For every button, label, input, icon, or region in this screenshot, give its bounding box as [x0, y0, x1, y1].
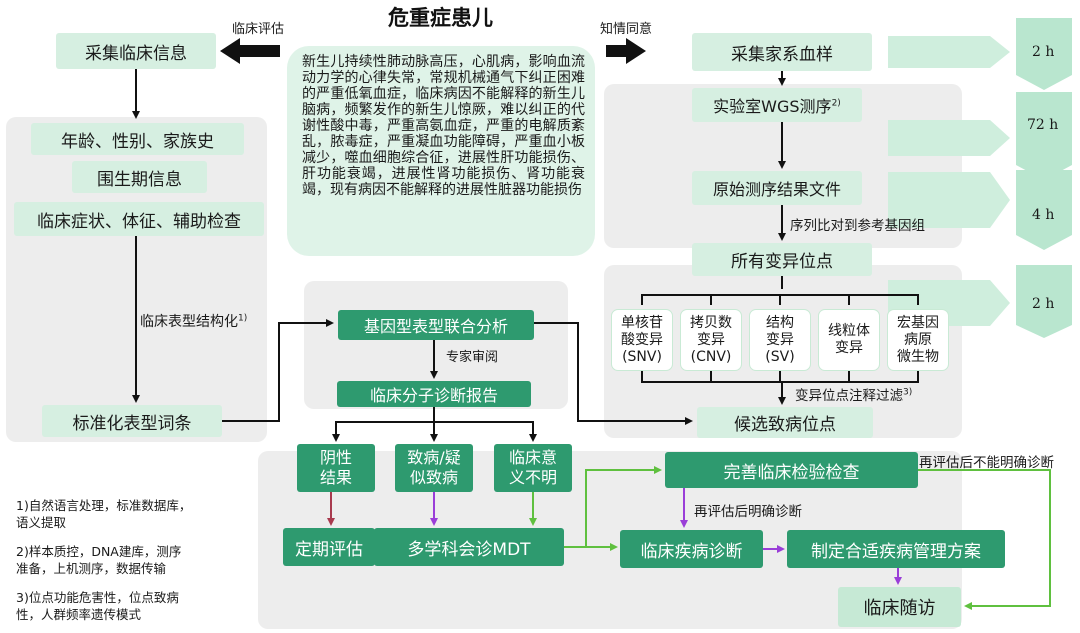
- criteria-box: 新生儿持续性肺动脉高压，心肌病，影响血流动力学的心律失常，常规机械通气下纠正困难…: [287, 46, 595, 256]
- time-chevron-2: [1016, 92, 1072, 180]
- time-label-2: 72 h: [1027, 117, 1059, 133]
- clinical-eval-label: 临床评估: [232, 22, 285, 37]
- variant-mito-box: 线粒体 变异: [818, 309, 880, 371]
- time-chevron-3: [1016, 170, 1072, 250]
- confirmed-after-reeval-label: 再评估后明确诊断: [694, 504, 802, 520]
- improve-exam-box: 完善临床检验检查: [665, 452, 918, 488]
- symptoms-box: 临床症状、体征、辅助检查: [14, 202, 264, 236]
- mdt-box: 多学科会诊MDT: [374, 528, 564, 566]
- time-label-4: 2 h: [1032, 296, 1055, 312]
- all-variants-box: 所有变异位点: [692, 243, 872, 276]
- variant-sv-box: 结构 变异 (SV): [749, 309, 811, 371]
- negative-result-box: 阴性 结果: [297, 444, 375, 492]
- unconfirmed-after-reeval-label: 再评估后不能明确诊断: [919, 455, 1054, 471]
- expert-review-label: 专家审阅: [446, 350, 499, 365]
- joint-analysis-box: 基因型表型联合分析: [338, 310, 534, 340]
- candidate-sites-box: 候选致病位点: [697, 407, 873, 438]
- variant-cnv-box: 拷贝数 变异 (CNV): [680, 309, 742, 371]
- clinical-followup-box: 临床随访: [838, 587, 961, 627]
- time-chevron-1: [1016, 18, 1072, 90]
- variant-metagenome-box: 宏基因 病原 微生物: [887, 309, 949, 371]
- age-sex-family-box: 年龄、性别、家族史: [31, 123, 244, 155]
- variant-snv-box: 单核苷 酸变异 (SNV): [611, 309, 673, 371]
- management-plan-box: 制定合适疾病管理方案: [787, 530, 1005, 568]
- raw-files-box: 原始测序结果文件: [692, 171, 862, 205]
- time-label-3: 4 h: [1032, 207, 1055, 223]
- time-label-1: 2 h: [1032, 44, 1055, 60]
- criteria-text: 新生儿持续性肺动脉高压，心肌病，影响血流动力学的心律失常，常规机械通气下纠正困难…: [302, 54, 585, 198]
- alignment-label: 序列比对到参考基因组: [790, 218, 925, 234]
- footnote-3: 3)位点功能危害性，位点致病 性，人群频率遗传模式: [16, 590, 179, 622]
- chevron-band-3: [888, 172, 1010, 228]
- chevron-band-2: [888, 120, 1010, 156]
- report-box: 临床分子诊断报告: [337, 381, 531, 407]
- periodic-eval-box: 定期评估: [283, 528, 375, 566]
- structuring-label: 临床表型结构化1): [140, 313, 248, 330]
- vus-box: 临床意 义不明: [494, 444, 572, 492]
- annotation-label: 变异位点注释过滤3): [795, 387, 913, 405]
- time-chevron-4: [1016, 265, 1072, 338]
- chevron-band-1: [888, 36, 1010, 68]
- std-terms-box: 标准化表型词条: [42, 405, 222, 437]
- collect-clinical-info-box: 采集临床信息: [56, 33, 216, 69]
- informed-consent-label: 知情同意: [600, 22, 653, 37]
- collect-blood-box: 采集家系血样: [692, 33, 872, 71]
- clinical-diagnosis-box: 临床疾病诊断: [620, 530, 763, 568]
- title: 危重症患儿: [388, 6, 493, 30]
- footnote-2: 2)样本质控，DNA建库，测序 准备，上机测序，数据传输: [16, 544, 182, 576]
- footnote-1: 1)自然语言处理，标准数据库， 语义提取: [16, 498, 192, 530]
- perinatal-box: 围生期信息: [72, 161, 207, 193]
- wgs-box: 实验室WGS测序2): [692, 88, 862, 122]
- pathogenic-box: 致病/疑 似致病: [395, 444, 473, 492]
